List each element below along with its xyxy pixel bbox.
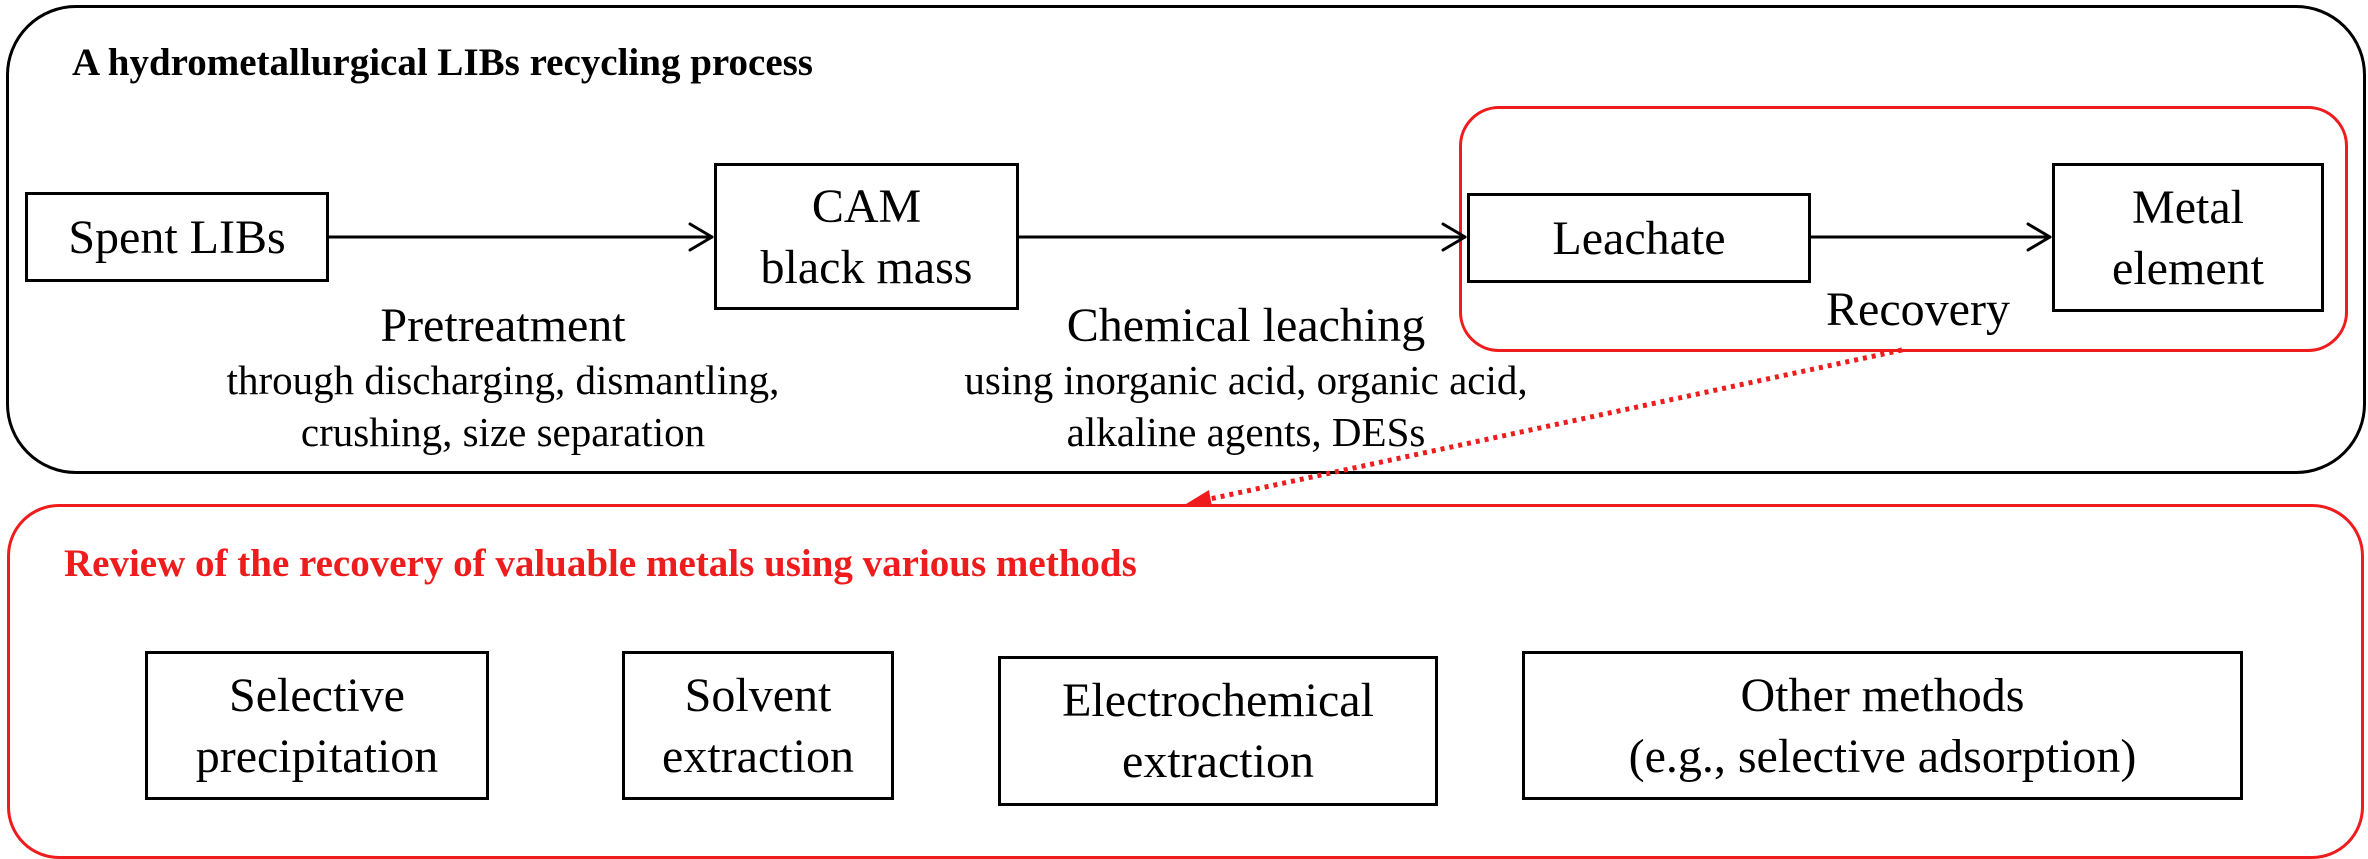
arrow-leachate-to-metal: [1809, 222, 2052, 252]
method-other-methods: Other methods (e.g., selective adsorptio…: [1522, 651, 2243, 800]
method-electrochemical-extraction: Electrochemical extraction: [998, 656, 1438, 806]
arrow-spent-to-cam: [327, 222, 714, 252]
method-label: Electrochemical: [1062, 674, 1374, 727]
step-recovery: Recovery: [1768, 282, 2068, 338]
method-label: Solvent: [684, 668, 832, 722]
node-cam-black-mass: CAM black mass: [714, 163, 1019, 310]
arrow-cam-to-leachate: [1017, 222, 1467, 252]
process-panel: [6, 5, 2366, 474]
step-detail: through discharging, dismantling,: [226, 357, 780, 403]
recovery-highlight-box: [1459, 106, 2348, 352]
method-selective-precipitation: Selective precipitation: [145, 651, 489, 800]
node-label: Spent LIBs: [68, 210, 286, 264]
method-label: Selective: [229, 668, 405, 722]
step-detail: crushing, size separation: [300, 409, 706, 455]
step-detail: using inorganic acid, organic acid,: [964, 357, 1528, 403]
step-label: Recovery: [1826, 283, 2010, 336]
step-label: Chemical leaching: [1066, 299, 1426, 352]
method-label: extraction: [1122, 735, 1314, 788]
node-label: black mass: [760, 240, 973, 294]
dotted-arrow-recovery-to-review: [1186, 347, 1903, 507]
step-chemical-leaching: Chemical leaching using inorganic acid, …: [926, 298, 1566, 458]
step-label: Pretreatment: [380, 299, 626, 352]
review-panel-title: Review of the recovery of valuable metal…: [64, 542, 1137, 585]
step-pretreatment: Pretreatment through discharging, disman…: [203, 298, 803, 458]
process-panel-title: A hydrometallurgical LIBs recycling proc…: [72, 41, 813, 84]
node-leachate: Leachate: [1467, 193, 1811, 283]
method-label: (e.g., selective adsorption): [1628, 729, 2137, 783]
review-panel: [7, 504, 2364, 859]
method-solvent-extraction: Solvent extraction: [622, 651, 894, 800]
node-spent-libs: Spent LIBs: [25, 192, 329, 282]
node-metal-element: Metal element: [2052, 163, 2324, 312]
node-label: Metal: [2132, 180, 2244, 234]
step-detail: alkaline agents, DESs: [1066, 409, 1426, 455]
method-label: precipitation: [195, 729, 439, 783]
node-label: CAM: [811, 179, 922, 233]
method-label: extraction: [662, 729, 854, 783]
node-label: element: [2112, 241, 2264, 295]
method-label: Other methods: [1740, 668, 2025, 722]
node-label: Leachate: [1552, 211, 1726, 265]
